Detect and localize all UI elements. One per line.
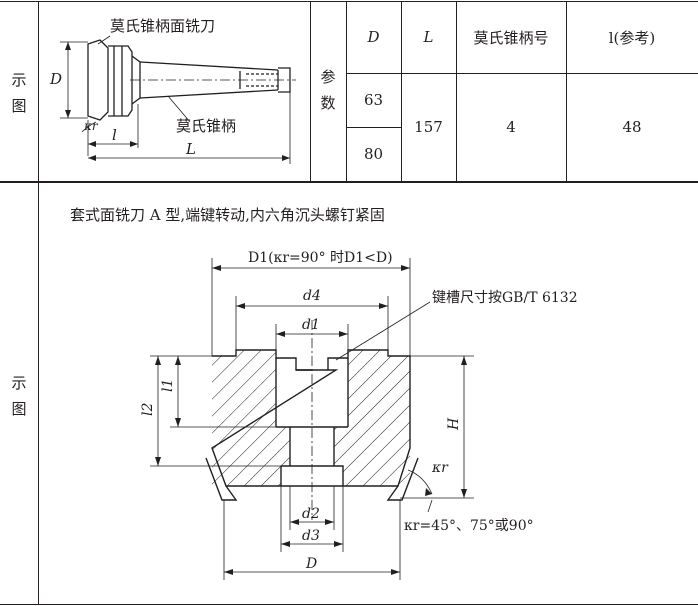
dim-D1-note: D1(κr=90° 时D1<D) [248,250,393,266]
header-l-ref: l(参考) [608,28,656,47]
col-divider-L [401,1,402,181]
param-label-1: 参 [320,68,336,86]
value-morse: 4 [506,118,516,136]
dim-kr: κr [431,460,449,476]
top-border [0,1,698,2]
header-L: L [423,28,434,46]
header-separator [346,73,698,74]
figure-param-divider [310,1,311,181]
fig-L-label: L [185,140,196,158]
fig-kr-label: κr [83,119,99,133]
bottom-side-label-1: 示 [11,374,27,392]
param-label-2: 数 [320,94,336,112]
dim-D: D [305,556,317,572]
header-D: D [367,28,380,46]
fig-title: 莫氏锥柄面铣刀 [110,17,215,35]
dim-l1: l1 [160,379,176,392]
value-D-80: 80 [363,145,384,163]
dim-l2: l2 [140,403,156,416]
d-value-separator [346,127,401,128]
keyway-note: 键槽尺寸按GB/T 6132 [432,290,578,306]
top-side-label-2: 图 [11,97,27,115]
col-divider-morse [456,1,457,181]
fig-D-label: D [49,70,62,88]
row-separator [0,181,698,183]
dim-d2: d2 [302,506,320,522]
header-morse: 莫氏锥柄号 [473,28,549,47]
dim-d1: d1 [302,317,320,333]
value-L: 157 [414,118,443,136]
fig-l-label: l [112,126,117,144]
param-table-divider [346,1,347,181]
top-side-label-1: 示 [11,71,27,89]
bottom-border [0,604,698,605]
col-divider-l [566,1,567,181]
bottom-description: 套式面铣刀 A 型,端键转动,内六角沉头螺钉紧固 [70,206,385,224]
dim-H: H [446,417,462,431]
label-column-divider [38,1,39,605]
dim-kr-values: κr=45°、75°或90° [404,518,534,534]
fig-shank-label: 莫氏锥柄 [176,117,236,135]
dim-d4: d4 [303,288,321,304]
value-l: 48 [622,118,642,136]
dim-d3: d3 [302,528,320,544]
value-D-63: 63 [363,91,384,109]
bottom-side-label-2: 图 [11,400,27,418]
